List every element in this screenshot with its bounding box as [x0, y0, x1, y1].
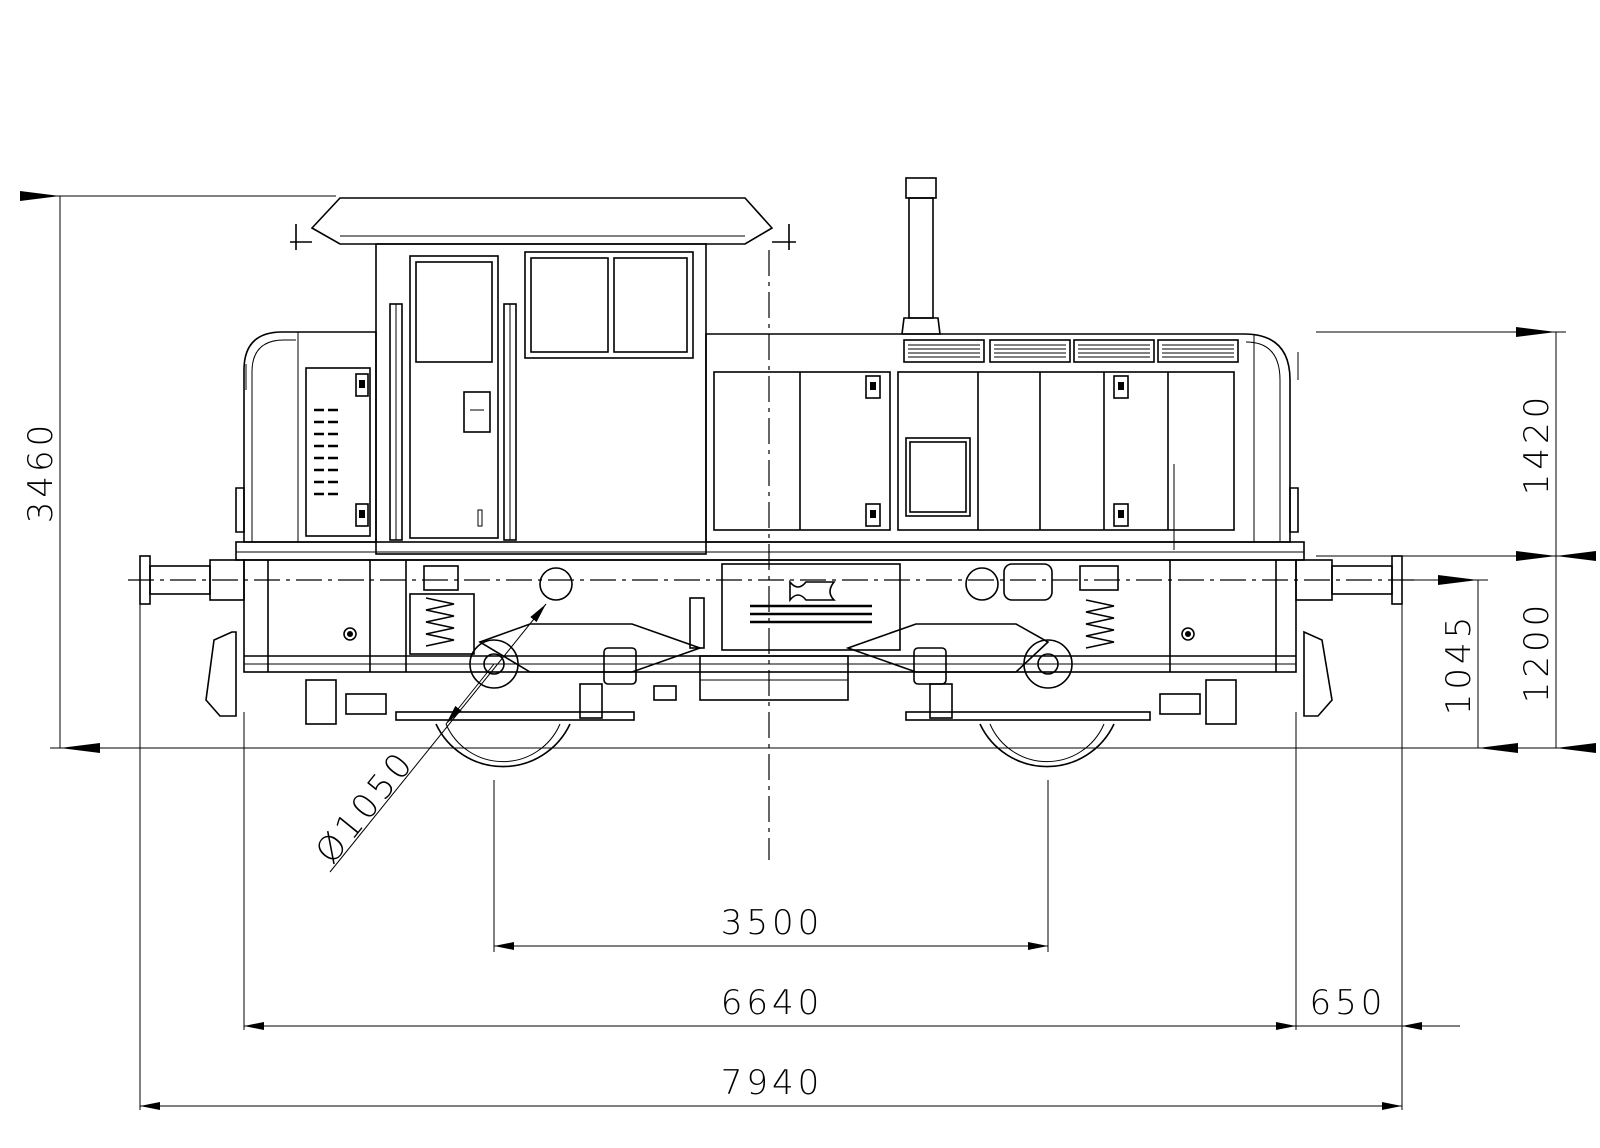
label-frame-length: 6640	[721, 983, 824, 1023]
buffer-rear	[139, 555, 245, 605]
dim-total-height	[19, 191, 336, 753]
cab	[290, 197, 796, 555]
extension-lines	[139, 604, 1403, 1110]
label-buffer-height: 1200	[1517, 601, 1557, 704]
rear-hood	[235, 331, 377, 543]
wheel-rear	[435, 639, 571, 768]
label-total-height: 3460	[21, 421, 61, 524]
louver-grid	[314, 408, 338, 496]
steps	[205, 630, 1333, 717]
dim-axle-height	[1400, 575, 1518, 753]
label-wheel-diameter: Ø1050	[308, 743, 423, 872]
label-axle-height: 1045	[1439, 613, 1479, 716]
dim-buffer-height	[1232, 551, 1596, 753]
front-hood	[705, 333, 1299, 550]
frame	[235, 541, 1305, 701]
wheel-front	[979, 639, 1115, 768]
wheel-diameter-leader	[329, 603, 547, 873]
spring-left	[409, 565, 475, 655]
running-gear	[305, 623, 1237, 768]
label-overall-length: 7940	[721, 1063, 824, 1103]
dim-overhang	[1296, 1022, 1460, 1030]
spring-right	[1079, 565, 1119, 649]
label-overhang: 650	[1310, 983, 1387, 1023]
label-body-height: 1420	[1517, 393, 1557, 496]
label-wheelbase: 3500	[721, 903, 824, 943]
centerlines	[128, 250, 1420, 860]
exhaust-stack	[901, 177, 941, 335]
radiator-grilles	[903, 339, 1239, 363]
